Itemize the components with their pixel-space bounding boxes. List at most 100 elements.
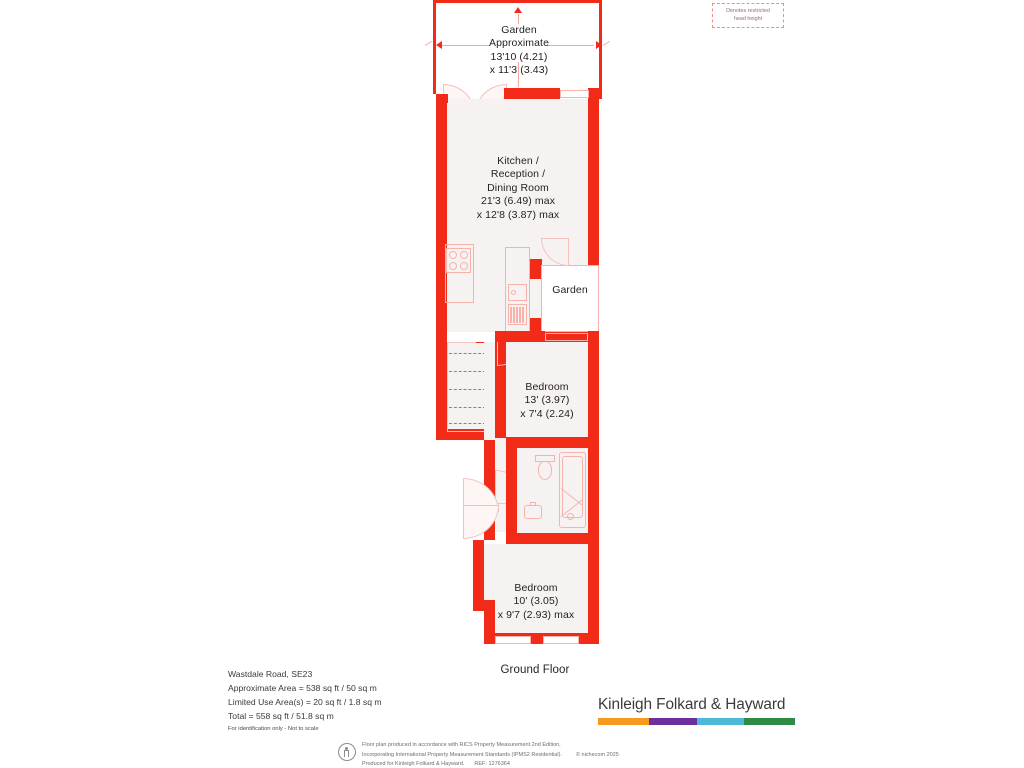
kitchen-reception-dining-label: Kitchen / Reception / Dining Room 21'3 (… <box>476 155 560 221</box>
appliance-line-4 <box>519 307 521 323</box>
footer-line-3-row: Produced for Kinleigh Folkard & Hayward.… <box>362 760 619 768</box>
stair-tread-5 <box>449 423 486 424</box>
garden-store-wall-left-upper <box>530 259 542 279</box>
garden-dim-arrow-left <box>436 41 442 49</box>
kitchen-wall-left <box>436 94 447 342</box>
garden-wall-top <box>433 0 602 3</box>
bedroom-2-label: Bedroom 10' (3.05) x 9'7 (2.93) max <box>497 582 575 621</box>
garden-dim-line-top <box>518 14 519 24</box>
brand-bar-cyan <box>696 718 745 725</box>
footer-line-3: Produced for Kinleigh Folkard & Hayward. <box>362 761 465 768</box>
bedroom2-wall-left-lower <box>484 611 495 644</box>
appliance-line-3 <box>516 307 518 323</box>
garden-store-label: Garden <box>552 284 588 296</box>
rics-badge-icon <box>338 743 356 761</box>
garden-dim-arrow-right <box>596 41 602 49</box>
bath-drain-icon <box>567 513 574 520</box>
stair-tread-2 <box>449 371 486 372</box>
restricted-head-height-legend: Denotes restricted head height <box>712 3 784 28</box>
agency-brand: Kinleigh Folkard & Hayward <box>598 696 798 725</box>
bedroom-1-label: Bedroom 13' (3.97) x 7'4 (2.24) <box>520 381 574 420</box>
footer-copyright: © nichecom 2025 <box>575 751 619 758</box>
bathroom-wall-left <box>506 468 517 544</box>
footer-reference: REF: 1276364 <box>474 761 510 768</box>
brand-color-bar <box>598 718 795 725</box>
kitchen-wall-top-middle <box>504 88 560 99</box>
garden-approximate-area <box>436 0 602 94</box>
bedroom1-wall-top <box>495 331 545 342</box>
hob-burner-4 <box>460 262 468 270</box>
appliance-icon <box>508 304 527 325</box>
bathroom-wall-right <box>588 448 599 544</box>
bedroom1-wall-right <box>588 331 599 448</box>
garden-store-outline <box>541 265 599 332</box>
appliance-line-5 <box>522 307 524 323</box>
floor-label: Ground Floor <box>500 664 570 676</box>
bedroom2-window-outline-right <box>543 636 579 644</box>
limited-use-area: Limited Use Area(s) = 20 sq ft / 1.8 sq … <box>228 696 382 707</box>
brand-bar-green <box>744 718 795 725</box>
garden-dim-tick-right <box>602 40 611 46</box>
bedroom2-window-outline-left <box>495 636 531 644</box>
scale-disclaimer: For identification only - Not to scale <box>228 725 319 732</box>
hob-burner-3 <box>449 262 457 270</box>
bedroom2-wall-jog <box>473 600 495 611</box>
footer-line-1: Floor plan produced in accordance with R… <box>362 742 561 748</box>
footer-line-2-row: Incorporating International Property Mea… <box>362 751 619 761</box>
bedroom-1-area <box>506 342 588 438</box>
garden-store-area <box>541 265 599 332</box>
hob-burner-1 <box>449 251 457 259</box>
bedroom1-window-top <box>545 333 588 341</box>
basin-tap-icon <box>530 502 536 506</box>
garden-store-wall-bottom <box>541 331 599 342</box>
total-area: Total = 558 sq ft / 51.8 sq m <box>228 710 334 721</box>
property-info-block: Wastdale Road, SE23 Approximate Area = 5… <box>228 668 382 732</box>
hallway-wall-bottom-left <box>436 429 484 440</box>
brand-bar-orange <box>598 718 649 725</box>
stair-tread-4 <box>449 407 486 408</box>
bedroom2-wall-right <box>588 540 599 644</box>
kitchen-wall-top-left-stub <box>436 94 448 103</box>
bedroom1-wall-bottom <box>506 437 588 448</box>
approximate-area: Approximate Area = 538 sq ft / 50 sq m <box>228 682 377 693</box>
restricted-head-height-legend-text: Denotes restricted head height <box>726 7 770 22</box>
basin-icon <box>524 505 542 519</box>
stair-tread-3 <box>449 389 486 390</box>
hob-icon <box>446 248 471 273</box>
sink-bowl-icon <box>511 290 516 295</box>
corridor-wall-jog-side <box>506 448 517 468</box>
bedroom2-wall-left-upper <box>473 540 484 600</box>
footer-block: Floor plan produced in accordance with R… <box>338 741 619 768</box>
kitchen-wall-top-right-stub <box>588 88 602 99</box>
garden-approximate-label: Garden Approximate 13'10 (4.21) x 11'3 (… <box>488 24 550 77</box>
appliance-line-2 <box>513 307 515 323</box>
kitchen-counter-left <box>445 244 474 303</box>
corridor-wall-right-upper <box>495 336 506 438</box>
garden-dim-line-bottom <box>518 62 519 87</box>
sink-icon <box>508 284 527 301</box>
kitchen-wall-right-upper <box>588 94 599 234</box>
agency-name: Kinleigh Folkard & Hayward <box>598 696 786 713</box>
bedroom2-window-pane-right <box>543 636 579 644</box>
footer-fine-print: Floor plan produced in accordance with R… <box>362 741 619 768</box>
appliance-line-1 <box>510 307 512 323</box>
hob-burner-2 <box>460 251 468 259</box>
hallway-wall-left <box>436 342 447 440</box>
kitchen-window-top <box>560 90 589 98</box>
bathroom-wall-bottom <box>506 533 599 544</box>
stair-tread-1 <box>449 353 486 354</box>
garden-dim-arrow-top <box>514 7 522 13</box>
toilet-icon <box>538 461 552 480</box>
property-address: Wastdale Road, SE23 <box>228 669 313 679</box>
bedroom2-wall-bottom <box>484 633 599 644</box>
footer-line-2: Incorporating International Property Mea… <box>362 751 562 758</box>
brand-bar-purple <box>648 718 697 725</box>
bedroom2-window-pane-left <box>495 636 531 644</box>
garden-wall-left <box>433 0 436 94</box>
bath-icon <box>559 452 586 528</box>
garden-dim-line-left <box>442 45 490 46</box>
bedroom-2-area <box>484 544 588 644</box>
garden-dim-line-right <box>546 45 594 46</box>
bath-inner-icon <box>562 456 583 518</box>
